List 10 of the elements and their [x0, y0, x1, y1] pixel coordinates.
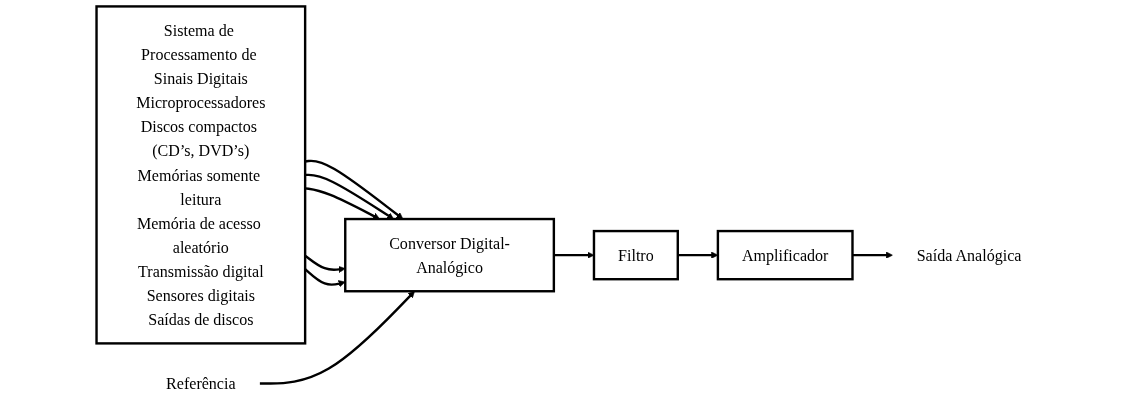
- node-box: Filtro: [592, 229, 679, 281]
- node-box: Sistema de Processamento de Sinais Digitais Microprocessadores Discos compactos (CD’s, DVD’s) Memórias somente leitura Memória de acesso aleatório Transmissão digital Sensores digitais Saídas de discos: [95, 5, 307, 345]
- arrow: [305, 159, 404, 220]
- node-box: Amplificador: [716, 229, 854, 281]
- node-text: Referência: [166, 374, 236, 393]
- arrow: [305, 173, 394, 220]
- arrow: [852, 251, 893, 259]
- arrow: [305, 187, 380, 220]
- node-text: Saída Analógica: [916, 246, 1022, 264]
- node-box: Conversor Digital-Analógico: [344, 217, 556, 293]
